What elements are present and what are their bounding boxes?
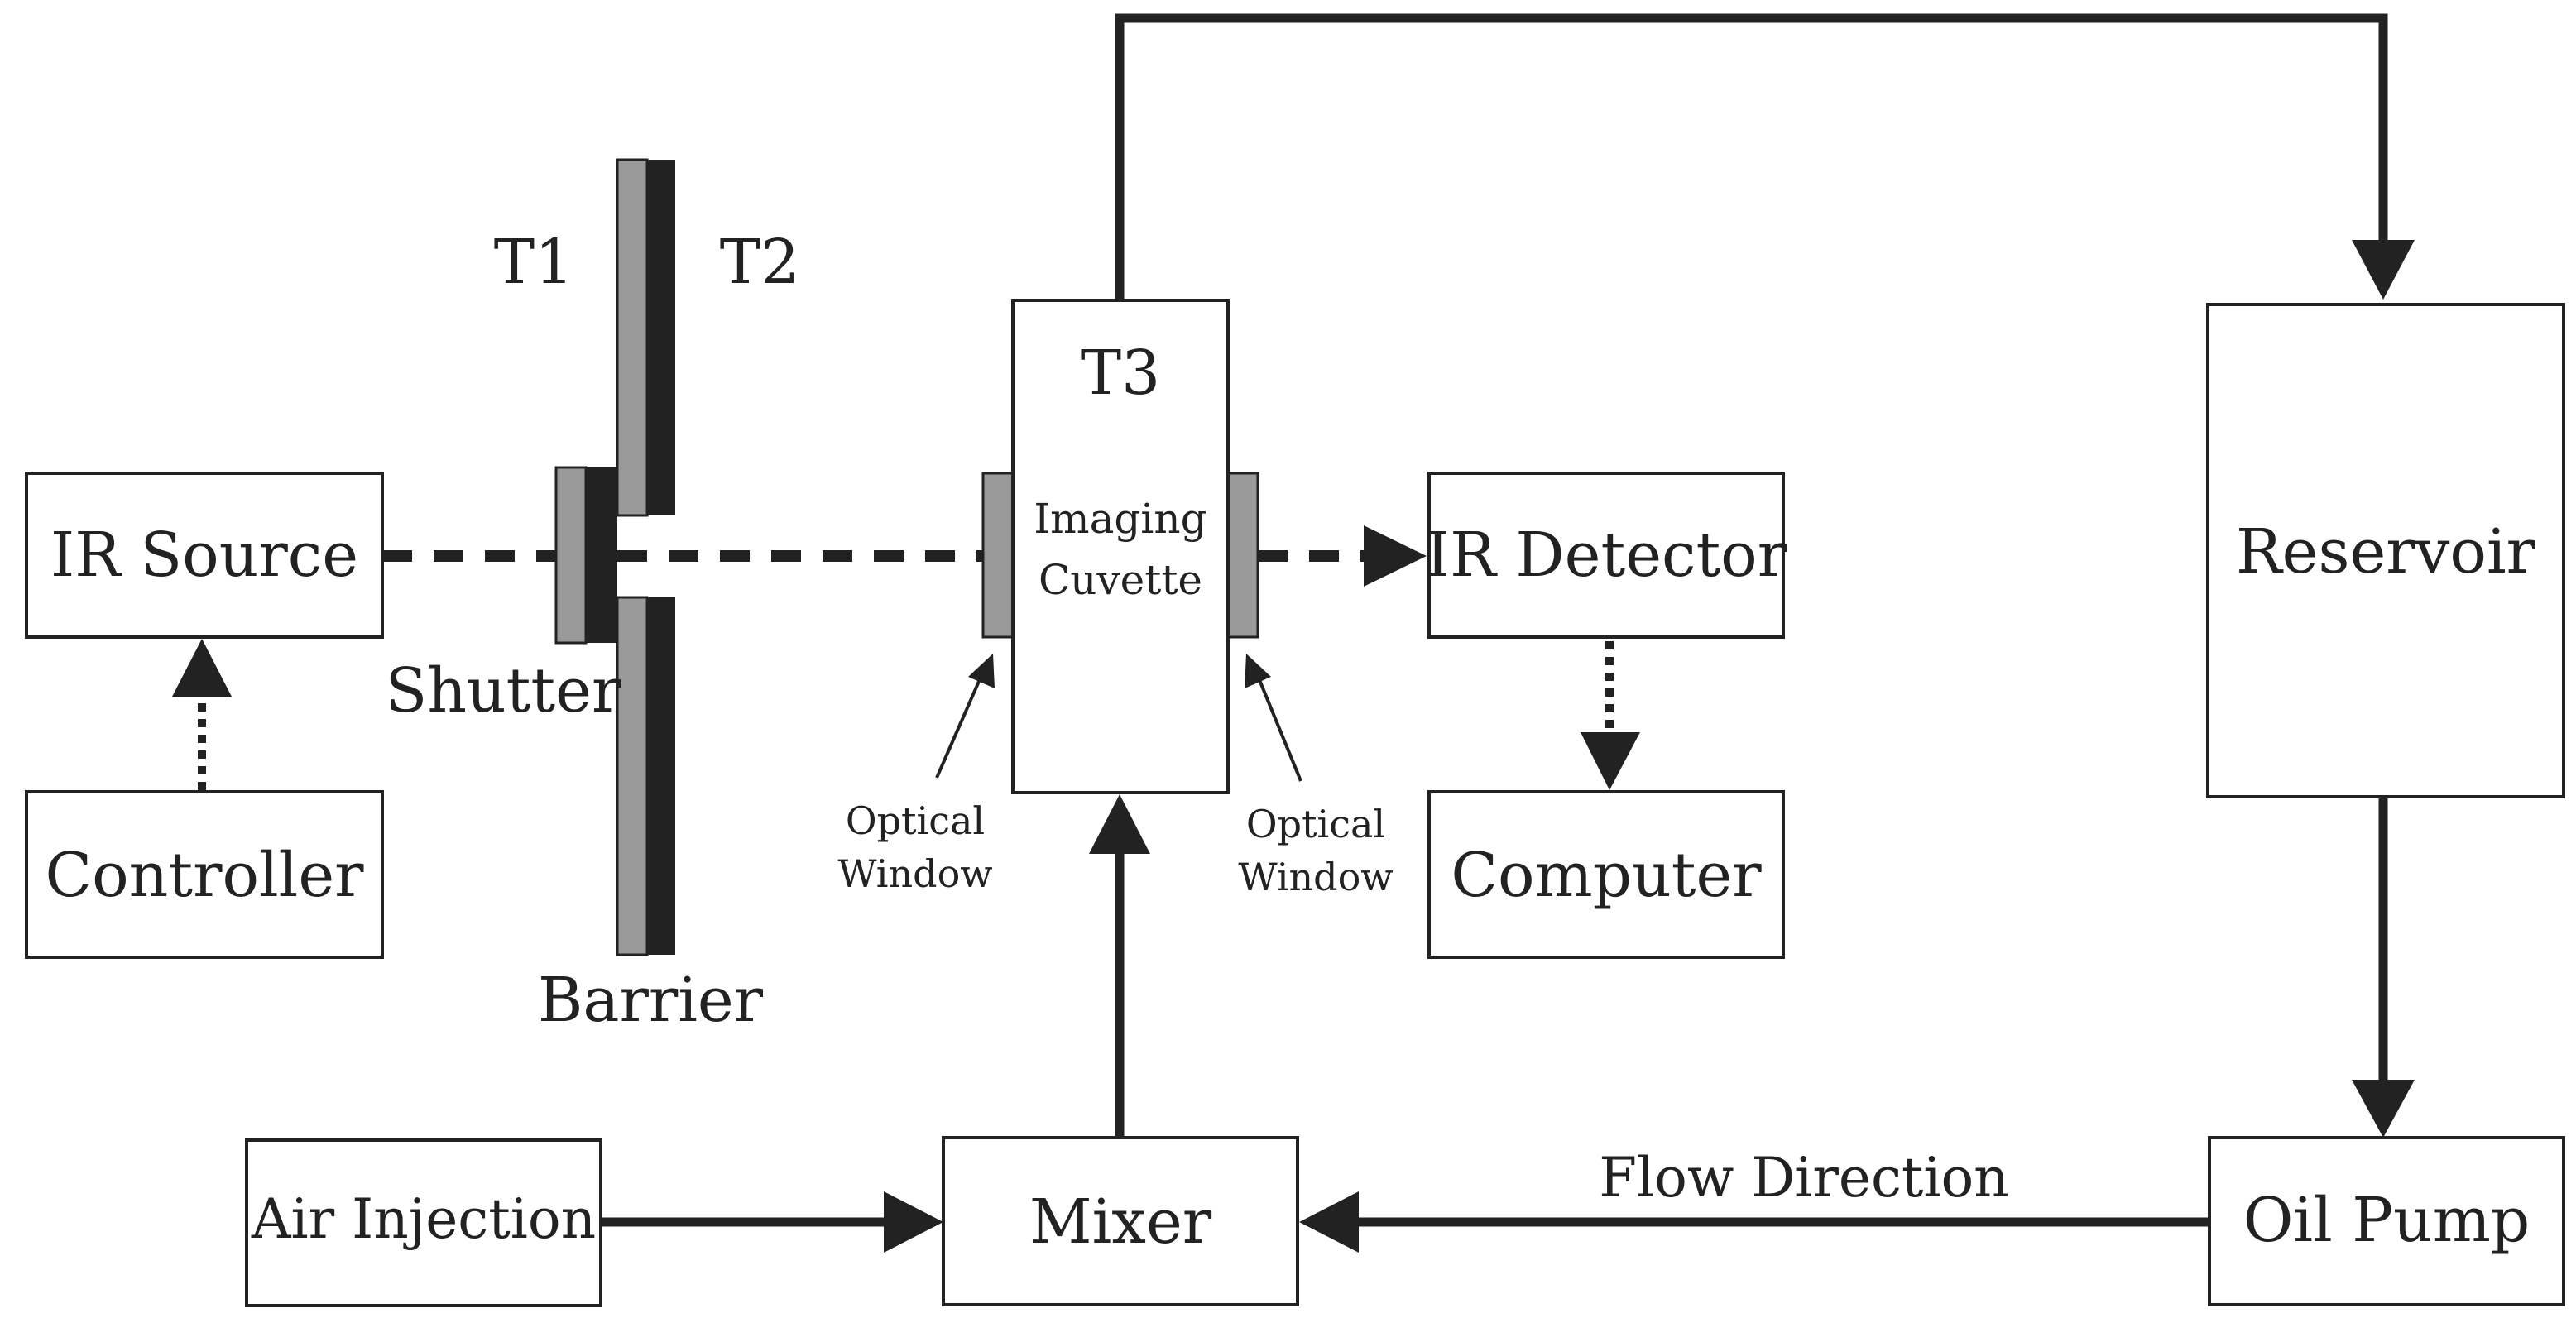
computer-label: Computer — [1451, 840, 1762, 911]
air-injection-box — [245, 1138, 602, 1307]
computer-box — [1427, 790, 1785, 959]
cuvette-box — [1011, 299, 1230, 794]
shutter-dark — [586, 467, 617, 643]
mixer-label: Mixer — [1029, 1186, 1212, 1258]
mixer-box — [942, 1136, 1299, 1306]
cuvette-inlet-arrowhead — [1089, 794, 1150, 854]
shutter-label: Shutter — [386, 655, 621, 726]
optical-window-left — [981, 472, 1015, 639]
t1-label: T1 — [494, 227, 573, 298]
barrier-label: Barrier — [538, 965, 764, 1036]
computer-inlet-arrowhead — [1581, 732, 1640, 790]
t3-label: T3 — [1081, 338, 1160, 409]
optical-window-left-pointer-head — [968, 654, 995, 688]
mixer-left-arrowhead — [884, 1191, 943, 1253]
cuvette-label-line2: Cuvette — [1039, 556, 1202, 604]
optical-window-left-label-1: Optical — [846, 798, 985, 843]
optical-window-left-label-2: Window — [837, 851, 992, 896]
optical-window-right-pointer-head — [1245, 654, 1271, 688]
t2-label: T2 — [720, 227, 799, 298]
optical-window-left-pointer — [935, 671, 985, 779]
flow-direction-label: Flow Direction — [1599, 1146, 2009, 1210]
source-control-arrowhead — [172, 639, 232, 697]
controller-label: Controller — [46, 840, 365, 911]
cuvette-to-reservoir-line — [1115, 13, 2388, 300]
ir-source-box — [25, 472, 384, 639]
barrier-lower-dark — [647, 597, 675, 955]
ir-source-label: IR Source — [50, 520, 358, 591]
ir-detector-label: IR Detector — [1426, 520, 1787, 591]
cuvette-label-line1: Imaging — [1034, 495, 1206, 543]
controller-box — [25, 790, 384, 959]
mixer-right-arrowhead — [1299, 1191, 1359, 1253]
reservoir-inlet-arrowhead — [2352, 240, 2415, 300]
reservoir-label: Reservoir — [2236, 516, 2536, 587]
reservoir-box — [2206, 303, 2565, 798]
detector-inlet-arrowhead — [1364, 525, 1427, 587]
oil-pump-box — [2208, 1136, 2565, 1306]
barrier-upper-grey — [616, 158, 649, 517]
shutter-grey — [554, 466, 588, 645]
optical-window-right-label-2: Window — [1238, 855, 1393, 899]
ir-detector-box — [1427, 472, 1785, 639]
optical-window-right-label-1: Optical — [1246, 802, 1385, 846]
air-injection-label: Air Injection — [251, 1187, 596, 1251]
barrier-lower-grey — [616, 596, 649, 956]
optical-window-right — [1226, 472, 1259, 639]
pump-inlet-arrowhead — [2352, 1080, 2415, 1138]
optical-window-right-pointer — [1254, 671, 1302, 782]
barrier-upper-dark — [647, 160, 675, 515]
oil-pump-label: Oil Pump — [2243, 1185, 2530, 1256]
